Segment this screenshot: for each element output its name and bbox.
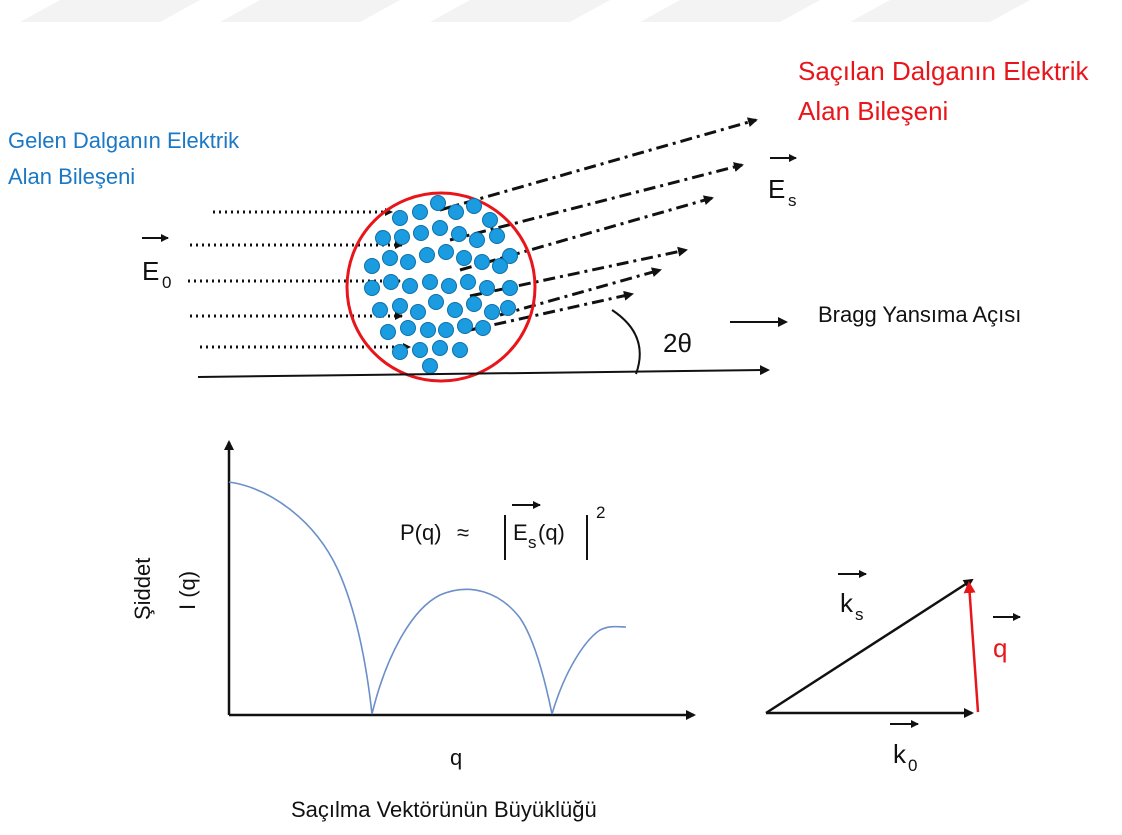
particle [484, 304, 500, 320]
particle [420, 322, 436, 338]
particle [432, 340, 448, 356]
vector-triangle: k s k 0 q [765, 570, 1021, 775]
particle [438, 244, 454, 260]
plot-y-label-outer: Şiddet [130, 558, 155, 620]
particle [448, 204, 464, 220]
particle [428, 294, 444, 310]
formula-approx: ≈ [457, 520, 469, 545]
formula-power: 2 [596, 503, 605, 522]
header-decoration [20, 0, 1030, 22]
scattered-wave-label-line1: Saçılan Dalganın Elektrik [798, 56, 1089, 86]
particle [475, 320, 491, 336]
ks-symbol: k [840, 588, 854, 618]
particle [489, 228, 505, 244]
formula-left: P(q) [400, 520, 442, 545]
incident-wave-label-line2: Alan Bileşeni [8, 164, 135, 189]
formula-arg: (q) [538, 520, 565, 545]
es-subscript: s [788, 191, 797, 210]
scattered-ray [449, 162, 744, 242]
particle [412, 204, 428, 220]
scattered-wave-label-line2: Alan Bileşeni [798, 96, 948, 126]
particle [456, 250, 472, 266]
particle [447, 302, 463, 318]
formula-e-sub: s [528, 533, 537, 552]
particle [364, 258, 380, 274]
particle [451, 226, 467, 242]
particle [452, 342, 468, 358]
particle [400, 320, 416, 336]
particle [466, 198, 482, 214]
particle [460, 274, 476, 290]
ks-subscript: s [855, 605, 864, 624]
particle [394, 229, 410, 245]
particle [392, 344, 408, 360]
scatterer-particles [364, 195, 518, 374]
particle [469, 232, 485, 248]
particle [502, 248, 518, 264]
particle [402, 278, 418, 294]
baseline-arrow [197, 365, 770, 378]
e0-vector-label: E 0 [142, 234, 171, 292]
k0-symbol: k [893, 739, 907, 769]
particle [382, 250, 398, 266]
particle [392, 298, 408, 314]
particle [466, 296, 482, 312]
plot-y-label-inner: I (q) [175, 571, 200, 610]
particle [502, 280, 518, 296]
ks-vector [765, 578, 974, 715]
particle [422, 358, 438, 374]
particle [372, 302, 388, 318]
particle [383, 274, 399, 290]
angle-arc [611, 309, 641, 375]
bragg-label: Bragg Yansıma Açısı [818, 302, 1021, 327]
particle [380, 324, 396, 340]
e0-subscript: 0 [162, 273, 171, 292]
plot-x-caption: Saçılma Vektörünün Büyüklüğü [291, 797, 597, 822]
q-symbol: q [993, 633, 1007, 663]
particle [482, 212, 498, 228]
particle [500, 300, 516, 316]
incident-wave-label-line1: Gelen Dalganın Elektrik [8, 128, 240, 153]
intensity-plot: Şiddet I (q) q Saçılma Vektörünün Büyükl… [130, 440, 696, 822]
es-vector-label: E s [768, 154, 797, 210]
particle [441, 278, 457, 294]
plot-x-label: q [450, 745, 462, 770]
scattered-ray [439, 117, 758, 212]
es-symbol: E [768, 174, 785, 204]
particle [474, 254, 490, 270]
particle [400, 254, 416, 270]
incident-rays [188, 208, 411, 351]
angle-label: 2θ [663, 328, 692, 358]
particle-boundary-circle [345, 191, 537, 383]
scattering-formula: P(q) ≈ E s (q) 2 [400, 501, 605, 560]
particle [364, 280, 380, 296]
q-vector [963, 581, 980, 713]
particle [410, 304, 426, 320]
particle [438, 322, 454, 338]
particle [457, 318, 473, 334]
particle [430, 195, 446, 211]
scattered-ray [459, 195, 714, 272]
particle [492, 258, 508, 274]
particle [419, 247, 435, 263]
scattered-ray [469, 290, 634, 332]
particle [413, 225, 429, 241]
particle [392, 210, 408, 226]
scattered-ray [499, 267, 662, 317]
e0-symbol: E [142, 256, 159, 286]
intensity-curve [228, 481, 627, 715]
particle [479, 280, 495, 296]
particle [422, 274, 438, 290]
k0-subscript: 0 [908, 756, 917, 775]
particle [412, 342, 428, 358]
particle [432, 220, 448, 236]
particle [375, 230, 391, 246]
formula-e: E [513, 520, 528, 545]
scattered-rays [439, 117, 758, 332]
